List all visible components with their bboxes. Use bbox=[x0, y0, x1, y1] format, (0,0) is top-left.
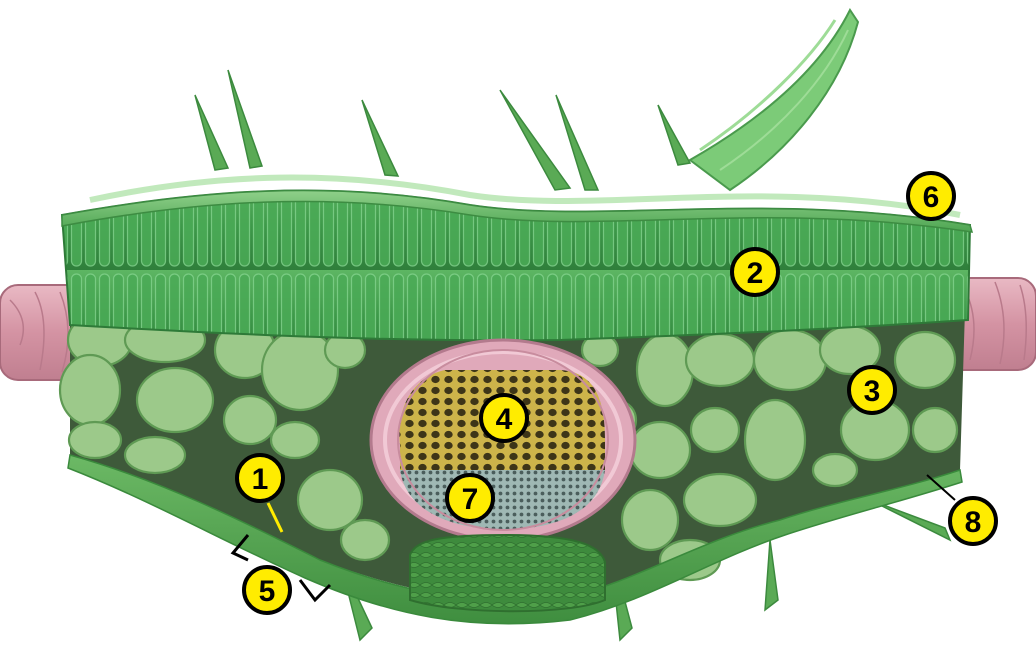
callout-number: 3 bbox=[864, 375, 881, 408]
callout-1: 1 bbox=[237, 455, 283, 501]
callout-number: 8 bbox=[965, 506, 982, 539]
callout-number: 5 bbox=[259, 575, 276, 608]
callout-number: 1 bbox=[252, 463, 269, 496]
callout-number: 7 bbox=[462, 483, 479, 516]
callout-4: 4 bbox=[481, 395, 527, 441]
callout-5: 5 bbox=[244, 567, 290, 613]
callout-number: 6 bbox=[923, 181, 940, 214]
callout-3: 3 bbox=[849, 367, 895, 413]
callout-7: 7 bbox=[447, 475, 493, 521]
callout-8: 8 bbox=[950, 498, 996, 544]
leaf-blade-sheet bbox=[690, 10, 858, 190]
guard-cell-cluster bbox=[410, 535, 605, 611]
callout-6: 6 bbox=[908, 173, 954, 219]
callout-2: 2 bbox=[732, 249, 778, 295]
callout-number: 4 bbox=[496, 403, 513, 436]
callout-number: 2 bbox=[747, 257, 764, 290]
